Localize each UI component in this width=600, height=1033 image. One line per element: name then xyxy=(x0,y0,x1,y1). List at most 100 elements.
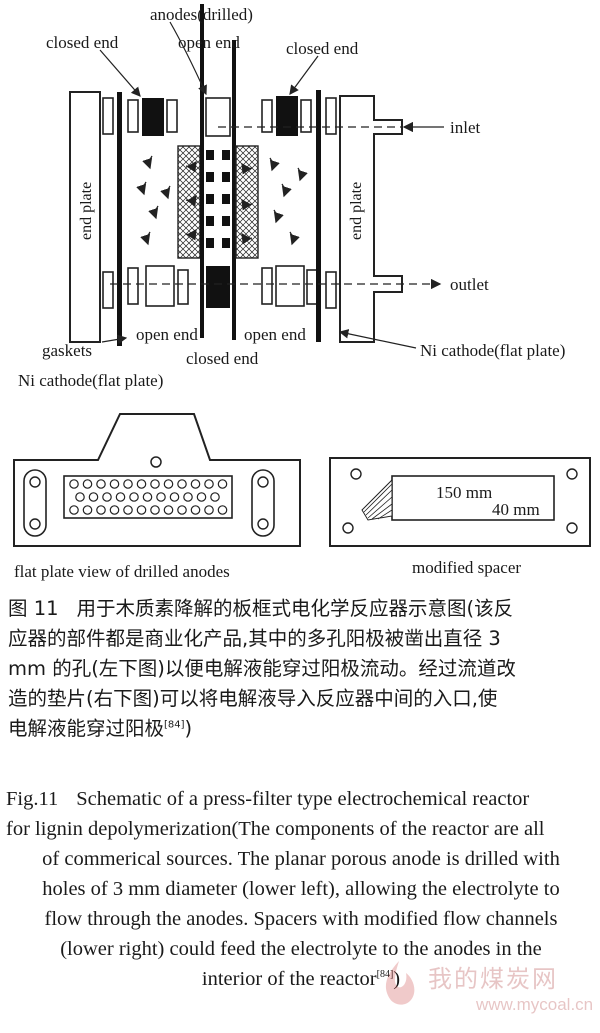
right-gasket-top xyxy=(325,97,337,135)
label-closed-end-left: closed end xyxy=(46,33,119,52)
dim-40mm: 40 mm xyxy=(492,500,540,519)
label-gaskets: gaskets xyxy=(42,341,92,360)
center-closed-end xyxy=(206,266,230,308)
drilled-hole xyxy=(169,492,180,502)
label-open-end-bottom-left: open end xyxy=(136,325,198,344)
right-spacer-closed-end xyxy=(276,96,298,136)
caption-cn-ref: [84] xyxy=(164,719,185,731)
drilled-hole xyxy=(96,505,106,515)
right-spacer-bottom-small xyxy=(261,267,273,305)
label-inlet: inlet xyxy=(450,118,480,137)
left-spacer-open-end xyxy=(145,265,175,307)
label-outlet: outlet xyxy=(450,275,489,294)
drilled-hole xyxy=(163,505,174,515)
left-hatched-chamber xyxy=(177,145,201,259)
label-anodes-drilled: anodes(drilled) xyxy=(150,5,253,24)
dim-150mm: 150 mm xyxy=(436,483,492,502)
drilled-hole xyxy=(183,492,193,502)
left-end-plate xyxy=(69,91,101,343)
label-closed-end-right: closed end xyxy=(286,39,359,58)
watermark-text: 我的煤炭网 xyxy=(428,965,558,993)
leader-lines xyxy=(99,21,417,349)
left-spacer-top-small-2 xyxy=(166,99,178,133)
drilled-hole xyxy=(96,479,106,489)
right-gasket-bottom xyxy=(325,271,337,309)
flow-arrows xyxy=(136,155,308,246)
right-hatched-chamber xyxy=(235,145,259,259)
drilled-hole xyxy=(88,492,99,502)
right-ni-cathode xyxy=(316,90,321,342)
drilled-hole xyxy=(102,492,112,502)
right-spacer-top-small xyxy=(261,99,273,133)
right-spacer-top-small-2 xyxy=(300,99,312,133)
drilled-hole xyxy=(142,492,153,502)
drilled-hole xyxy=(196,492,207,502)
drilled-hole xyxy=(109,479,120,489)
figure-label-en: Fig.11 xyxy=(6,788,59,810)
drilled-hole xyxy=(150,505,160,515)
left-gasket-top xyxy=(102,97,114,135)
caption-en-line4: holes of 3 mm diameter (lower left), all… xyxy=(42,878,560,900)
caption-en-ref: [84] xyxy=(376,969,394,981)
drilled-hole xyxy=(82,479,93,489)
drilled-hole xyxy=(136,505,147,515)
watermark-logo-icon xyxy=(385,961,415,1005)
caption-en-line3: of commerical sources. The planar porous… xyxy=(42,848,560,870)
drilled-hole xyxy=(217,479,228,489)
label-open-end-top: open end xyxy=(178,33,240,52)
drilled-hole xyxy=(190,479,201,489)
watermark-url: www.mycoal.cn xyxy=(476,995,594,1014)
right-spacer-bottom-small-2 xyxy=(306,269,318,305)
drilled-hole xyxy=(190,505,201,515)
caption-en-line5: flow through the anodes. Spacers with mo… xyxy=(44,908,558,930)
drilled-hole xyxy=(136,479,147,489)
caption-right-sub: modified spacer xyxy=(412,558,521,577)
drilled-hole xyxy=(210,492,220,502)
drilled-hole xyxy=(177,505,187,515)
drilled-hole xyxy=(177,479,187,489)
label-closed-end-bottom: closed end xyxy=(186,349,259,368)
left-ni-cathode xyxy=(117,92,122,346)
figure-label-cn: 图 11 xyxy=(8,597,59,620)
drilled-hole xyxy=(82,505,93,515)
drilled-hole xyxy=(115,492,126,502)
left-spacer-bottom-small-2 xyxy=(177,269,189,305)
watermark: 我的煤炭网 www.mycoal.cn xyxy=(372,957,594,1029)
caption-cn-line1: 用于木质素降解的板框式电化学反应器示意图(该反 xyxy=(76,597,514,620)
caption-english: Fig.11 Schematic of a press-filter type e… xyxy=(6,784,596,994)
anode-holes xyxy=(206,150,230,248)
drilled-hole xyxy=(163,479,174,489)
caption-cn-close: ) xyxy=(184,717,193,740)
plate-tab-hole xyxy=(150,456,162,468)
caption-cn-line3: mm 的孔(左下图)以便电解液能穿过阳极流动。经过流道改 xyxy=(8,657,516,680)
caption-cn-line2: 应器的部件都是商业化产品,其中的多孔阳极被凿出直径 3 xyxy=(8,627,501,650)
anode-plate-left xyxy=(200,4,204,338)
right-end-plate xyxy=(339,95,403,343)
drilled-hole xyxy=(150,479,160,489)
reactor-schematic: end plate xyxy=(18,4,565,390)
label-ni-cathode-right: Ni cathode(flat plate) xyxy=(420,341,565,360)
caption-left-sub: flat plate view of drilled anodes xyxy=(14,562,230,581)
drilled-hole xyxy=(123,505,133,515)
center-open-end xyxy=(205,97,231,137)
drilled-hole xyxy=(204,505,214,515)
caption-chinese: 图 11 用于木质素降解的板框式电化学反应器示意图(该反 应器的部件都是商业化产品… xyxy=(8,594,592,744)
caption-en-close: ) xyxy=(393,968,401,990)
caption-cn-line4: 造的垫片(右下图)可以将电解液导入反应器中间的入口,使 xyxy=(8,687,498,710)
label-ni-cathode-left: Ni cathode(flat plate) xyxy=(18,371,163,390)
drilled-anode-plate-view xyxy=(13,413,301,547)
modified-spacer-view: 150 mm 40 mm xyxy=(329,457,591,547)
drilled-hole xyxy=(217,505,228,515)
plate-slot-right xyxy=(251,469,275,537)
right-end-plate-label: end plate xyxy=(348,182,365,240)
left-spacer-top-small xyxy=(127,99,139,133)
drilled-hole xyxy=(129,492,139,502)
left-spacer-closed-end xyxy=(142,98,164,136)
left-end-plate-label: end plate xyxy=(78,182,95,240)
drilled-hole xyxy=(109,505,120,515)
caption-en-line1: Schematic of a press-filter type electro… xyxy=(76,788,530,810)
drilled-hole xyxy=(75,492,85,502)
drilled-holes xyxy=(69,479,228,515)
drilled-hole xyxy=(204,479,214,489)
left-gasket-bottom xyxy=(102,271,114,309)
